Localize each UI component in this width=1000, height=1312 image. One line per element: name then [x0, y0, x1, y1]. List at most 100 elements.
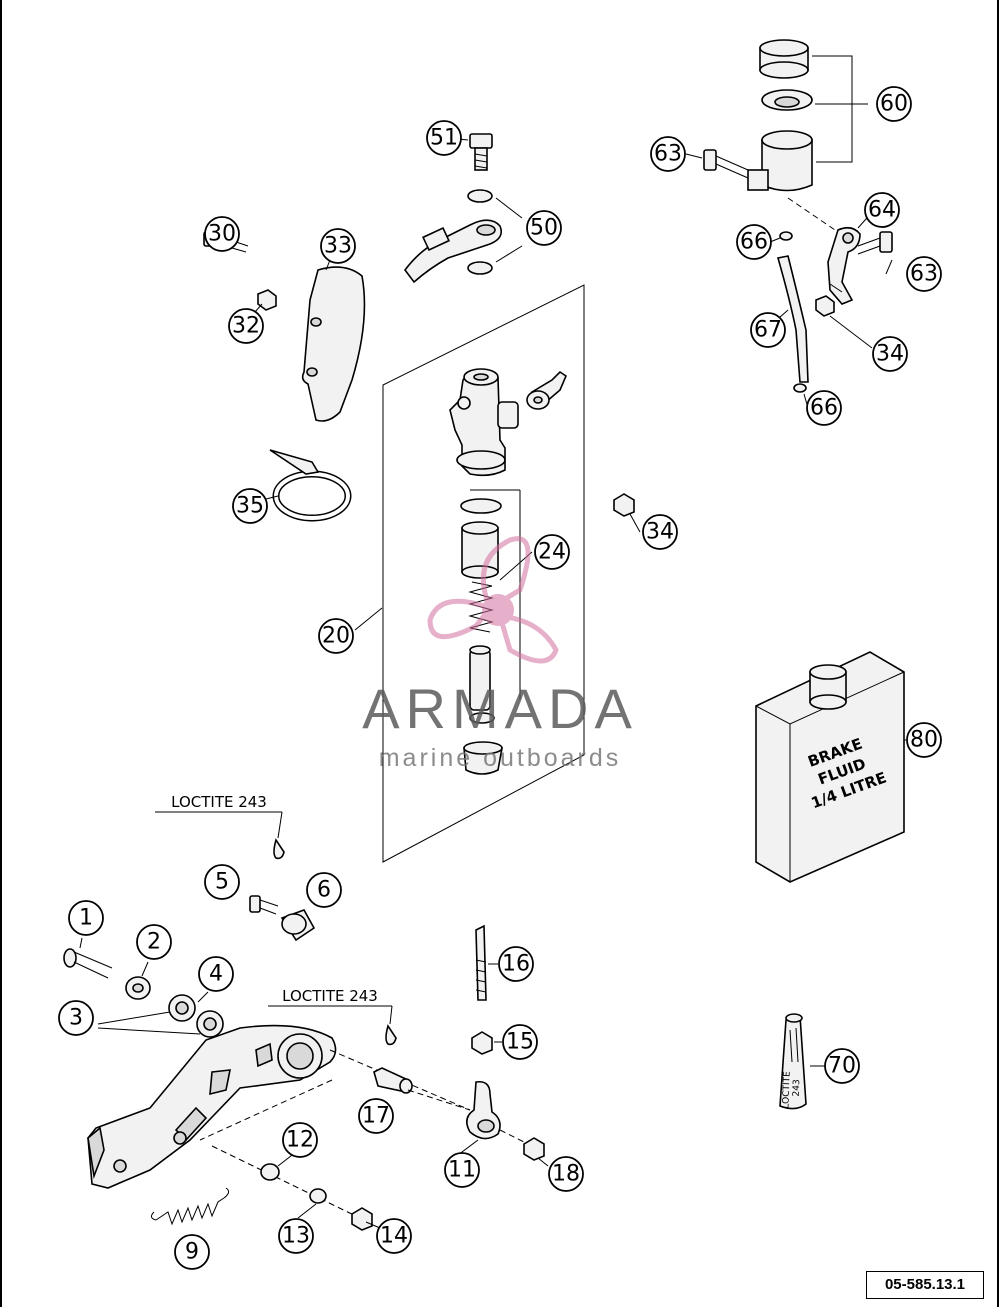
callout-15: 15: [502, 1024, 538, 1060]
lock-nut: [613, 493, 635, 517]
reservoir-cap: [759, 39, 809, 79]
reservoir-elbow-fitting: [526, 370, 567, 410]
hose-clamp: [779, 231, 793, 241]
svg-text:70: 70: [828, 1054, 856, 1079]
pushrod-nut: [471, 1031, 493, 1055]
pedal-bearing: [168, 994, 196, 1022]
callout-66: 66: [806, 390, 842, 426]
callout-18: 18: [548, 1156, 584, 1192]
callout-11: 11: [444, 1152, 480, 1188]
pedal-nut: [351, 1207, 373, 1231]
svg-text:3: 3: [69, 1006, 83, 1031]
callout-17: 17: [358, 1098, 394, 1134]
watermark-brand: ARMADA: [362, 677, 638, 740]
frame-border-left: [0, 0, 2, 1307]
callout-20: 20: [318, 618, 354, 654]
callout-14: 14: [376, 1218, 412, 1254]
svg-text:12: 12: [286, 1128, 314, 1153]
callout-34: 34: [872, 336, 908, 372]
loctite-label: LOCTITE 243: [282, 987, 378, 1005]
callout-30: 30: [204, 216, 240, 252]
svg-text:66: 66: [810, 396, 838, 421]
o-ring: [460, 498, 502, 514]
guard-nut: [257, 289, 277, 311]
bracket-bolt: [857, 231, 893, 255]
svg-text:51: 51: [430, 126, 458, 151]
svg-text:67: 67: [754, 318, 782, 343]
callout-5: 5: [204, 864, 240, 900]
svg-text:15: 15: [506, 1030, 534, 1055]
brake-pedal: [87, 1024, 337, 1189]
callout-50: 50: [526, 210, 562, 246]
svg-text:24: 24: [538, 540, 566, 565]
brake-hose-banjo: [403, 219, 503, 284]
assembly-20-frame: [382, 284, 585, 863]
callout-64: 64: [864, 192, 900, 228]
lock-washer: [309, 1188, 327, 1204]
clevis-nut: [523, 1137, 545, 1161]
pushrod-piston: [469, 645, 495, 724]
callout-63: 63: [650, 136, 686, 172]
tube-label-line2: 243: [792, 1079, 803, 1097]
callout-2: 2: [136, 924, 172, 960]
pedal-bearing: [196, 1010, 224, 1038]
loctite-tube: [779, 1013, 807, 1110]
svg-text:6: 6: [317, 878, 331, 903]
svg-text:13: 13: [282, 1224, 310, 1249]
sealing-washer: [467, 189, 493, 203]
svg-text:50: 50: [530, 216, 558, 241]
svg-text:63: 63: [910, 262, 938, 287]
reservoir-bracket: [827, 226, 861, 305]
washer: [260, 1163, 280, 1181]
callout-60: 60: [876, 86, 912, 122]
svg-text:34: 34: [646, 520, 674, 545]
callout-67: 67: [750, 312, 786, 348]
pedal-stop: [280, 909, 316, 942]
callout-70: 70: [824, 1048, 860, 1084]
reservoir-body: [747, 130, 813, 192]
pedal-washer: [125, 976, 151, 1000]
callout-16: 16: [498, 946, 534, 982]
document-id-box: 05-585.13.1: [866, 1271, 984, 1299]
callout-9: 9: [174, 1234, 210, 1270]
callout-1: 1: [68, 900, 104, 936]
svg-text:5: 5: [215, 870, 229, 895]
watermark-logo: [427, 536, 559, 664]
svg-text:16: 16: [502, 952, 530, 977]
svg-text:35: 35: [236, 494, 264, 519]
svg-text:11: 11: [448, 1158, 476, 1183]
adjusting-screw: [249, 895, 279, 915]
brake-fluid-container: [755, 651, 905, 883]
sealing-washer: [467, 261, 493, 275]
banjo-bolt: [469, 133, 493, 171]
callout-33: 33: [320, 228, 356, 264]
callout-24: 24: [534, 534, 570, 570]
callout-34: 34: [642, 514, 678, 550]
master-cylinder-body: [449, 368, 519, 477]
svg-text:9: 9: [185, 1240, 199, 1265]
pivot-pin: [373, 1067, 413, 1094]
svg-text:17: 17: [362, 1104, 390, 1129]
callout-6: 6: [306, 872, 342, 908]
cable-tie: [269, 449, 352, 522]
piston-sleeve: [461, 521, 499, 579]
hose-clamp: [793, 383, 807, 393]
frame-border-right: [997, 0, 999, 1307]
callout-35: 35: [232, 488, 268, 524]
svg-text:30: 30: [208, 222, 236, 247]
reservoir-bolt: [703, 149, 749, 179]
heel-guard: [301, 266, 366, 422]
svg-text:32: 32: [232, 314, 260, 339]
tube-label-line1: LOCTITE: [781, 1071, 792, 1109]
svg-text:34: 34: [876, 342, 904, 367]
clevis: [466, 1080, 501, 1140]
svg-text:64: 64: [868, 198, 896, 223]
callout-51: 51: [426, 120, 462, 156]
callout-3: 3: [58, 1000, 94, 1036]
threaded-pushrod: [475, 924, 487, 1001]
reservoir-hose: [776, 255, 809, 383]
svg-text:14: 14: [380, 1224, 408, 1249]
return-spring: [150, 1187, 230, 1226]
